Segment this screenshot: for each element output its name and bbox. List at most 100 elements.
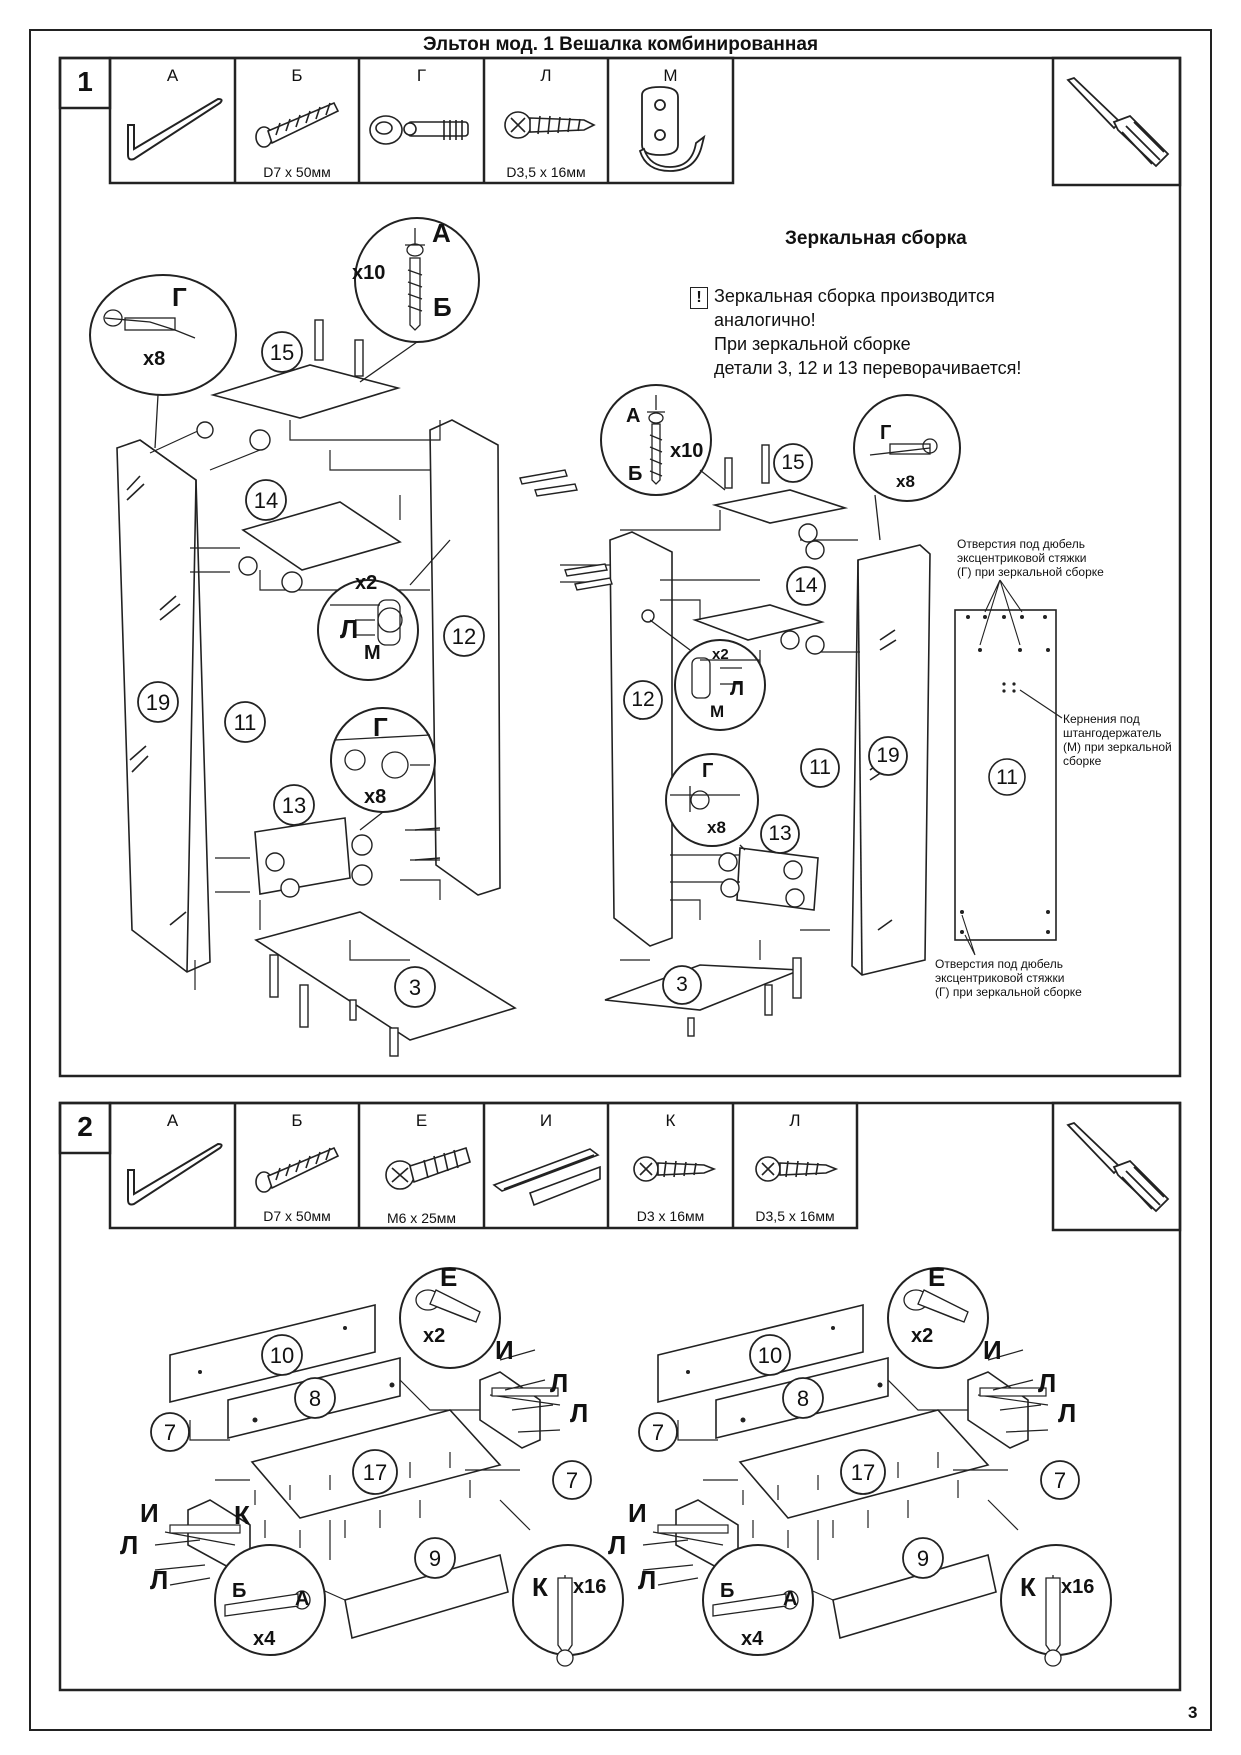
d1-part-8: 8 <box>308 1386 322 1411</box>
d1-label-l-top1: Л <box>550 1368 569 1398</box>
confirmat-screw-icon <box>255 1146 340 1193</box>
right-label-a: А <box>626 405 641 427</box>
mirror-assembly-title: Зеркальная сборка <box>785 228 967 249</box>
left-label-x2: x2 <box>355 572 378 594</box>
d2-part-7-left: 7 <box>651 1420 665 1445</box>
step2-part-b-letter: Б <box>291 1111 303 1130</box>
panel-11-number: 11 <box>996 766 1018 789</box>
step2-part-k-size: D3 x 16мм <box>636 1208 705 1224</box>
right-part-19: 19 <box>876 744 900 767</box>
mirror-note-line-4: детали 3, 12 и 13 переворачивается! <box>714 358 1022 378</box>
step2-part-i-letter: И <box>539 1111 553 1130</box>
left-part-15: 15 <box>269 340 295 365</box>
step2-part-a-letter: А <box>166 1111 179 1130</box>
d1-part-7-left: 7 <box>163 1420 177 1445</box>
d1-label-x2: x2 <box>423 1325 446 1347</box>
hex-key-icon <box>127 1142 223 1206</box>
d1-label-l-bottom1: Л <box>120 1530 139 1560</box>
d2-label-i-bottom: И <box>628 1498 647 1528</box>
step1-part-l-size: D3,5 x 16мм <box>506 164 586 180</box>
d1-part-10: 10 <box>269 1343 295 1368</box>
step1-part-l-letter: Л <box>540 66 552 85</box>
right-part-13: 13 <box>768 822 792 845</box>
right-label-x2: x2 <box>712 646 729 663</box>
left-part-14: 14 <box>253 488 279 513</box>
hex-key-icon <box>127 97 223 161</box>
right-part-11: 11 <box>809 756 831 779</box>
panel-note-mid-1: Кернения под <box>1063 712 1140 726</box>
step2-part-k-letter: К <box>665 1111 676 1130</box>
left-label-a: А <box>432 218 451 248</box>
confirmat-screw-icon <box>255 101 340 148</box>
right-part-12: 12 <box>631 688 655 711</box>
panel-note-top-2: эксцентриковой стяжки <box>957 551 1087 565</box>
d2-label-l-bottom1: Л <box>608 1530 627 1560</box>
right-label-m: М <box>710 702 725 721</box>
d1-part-17: 17 <box>362 1460 388 1485</box>
step1-part-b-size: D7 x 50мм <box>263 164 331 180</box>
step1-part-b-letter: Б <box>291 66 303 85</box>
d1-part-9: 9 <box>428 1546 442 1571</box>
mirror-note-line-1: Зеркальная сборка производится <box>714 286 995 306</box>
step2-part-l-letter: Л <box>789 1111 801 1130</box>
screwdriver-icon <box>1066 1121 1170 1213</box>
mirror-note-line-3: При зеркальной сборке <box>714 334 911 354</box>
step1-part-m-letter: М <box>663 66 678 85</box>
rod-holder-icon <box>638 86 706 172</box>
left-label-g2: Г <box>373 712 388 742</box>
panel-note-bot-2: эксцентриковой стяжки <box>935 971 1065 985</box>
screwdriver-icon <box>1066 76 1170 168</box>
d2-label-k2: К <box>1020 1572 1036 1602</box>
d2-label-i-top: И <box>983 1335 1002 1365</box>
bolt-icon <box>385 1146 471 1190</box>
d2-part-17: 17 <box>850 1460 876 1485</box>
page-title: Эльтон мод. 1 Вешалка комбинированная <box>422 34 819 55</box>
d2-label-x2: x2 <box>911 1325 934 1347</box>
step2-part-b-size: D7 x 50мм <box>263 1208 331 1224</box>
panel-note-mid-3: (М) при зеркальной <box>1063 740 1172 754</box>
panel-note-bot-3: (Г) при зеркальной сборке <box>935 985 1082 999</box>
right-label-g2: Г <box>702 760 714 782</box>
left-part-12: 12 <box>451 624 477 649</box>
page-number: 3 <box>1188 1703 1198 1722</box>
right-part-15: 15 <box>781 451 805 474</box>
left-label-x8-bottom: x8 <box>364 786 387 808</box>
d1-label-l-top2: Л <box>570 1398 589 1428</box>
left-label-g: Г <box>172 282 187 312</box>
left-label-l: Л <box>340 614 359 644</box>
right-label-l: Л <box>730 678 745 700</box>
d1-part-7-right: 7 <box>565 1468 579 1493</box>
d2-label-e: Е <box>928 1262 946 1292</box>
right-part-3: 3 <box>676 973 688 996</box>
step1-part-a-letter: А <box>166 66 179 85</box>
step2-part-e-letter: Е <box>415 1111 428 1130</box>
left-label-x10: x10 <box>352 262 386 284</box>
d1-label-k2: К <box>532 1572 548 1602</box>
d2-part-8: 8 <box>796 1386 810 1411</box>
d1-label-a: А <box>295 1588 310 1610</box>
left-part-13: 13 <box>281 793 307 818</box>
d2-part-7-right: 7 <box>1053 1468 1067 1493</box>
step2-part-l-size: D3,5 x 16мм <box>755 1208 835 1224</box>
d1-label-b: Б <box>232 1580 247 1602</box>
left-label-m: М <box>364 642 381 664</box>
wood-screw-icon <box>633 1156 717 1182</box>
warning-mark: ! <box>690 287 708 309</box>
d1-label-x4: x4 <box>253 1628 276 1650</box>
right-label-b: Б <box>628 463 643 485</box>
d1-label-i-top: И <box>495 1335 514 1365</box>
left-label-b: Б <box>433 292 452 322</box>
wood-screw-icon <box>755 1156 839 1182</box>
panel-note-mid-2: штангодержатель <box>1063 726 1162 740</box>
d2-label-a: А <box>783 1588 798 1610</box>
d1-label-x16: x16 <box>573 1576 607 1598</box>
right-label-x8-bottom: x8 <box>707 818 726 837</box>
